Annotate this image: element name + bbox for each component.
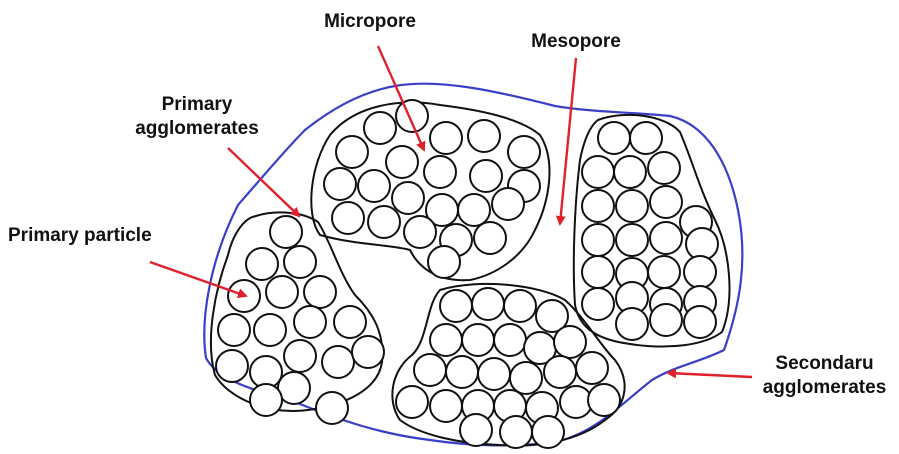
mesopore-label-text: Mesopore — [531, 31, 621, 52]
primary-particle-circle — [684, 306, 716, 338]
primary-particle-circle — [472, 288, 504, 320]
primary-particle-circle — [616, 190, 648, 222]
primary-particle-circle — [336, 136, 368, 168]
arrow-secondary-agglomerates — [668, 373, 752, 377]
primary-particle-circle — [294, 306, 326, 338]
arrow-mesopore — [560, 58, 576, 224]
primary-particle-circle — [414, 354, 446, 386]
primary-particle-circle — [352, 336, 384, 368]
primary-particle-circle — [322, 346, 354, 378]
primary-particle-circle — [216, 350, 248, 382]
secondary-agglomerates-label-line2: agglomerates — [752, 376, 897, 400]
primary-particle-circle — [470, 160, 502, 192]
primary-particle-circle — [254, 314, 286, 346]
primary-particle-circle — [392, 182, 424, 214]
primary-particle-circle — [648, 152, 680, 184]
primary-particle-circle — [424, 156, 456, 188]
primary-particle-circle — [460, 414, 492, 446]
primary-particle-circle — [588, 384, 620, 416]
primary-particle-circle — [504, 290, 536, 322]
primary-agglomerates-label-line1: Primary — [112, 93, 282, 117]
primary-particle-label-text: Primary particle — [8, 225, 152, 246]
primary-particle-circle — [650, 186, 682, 218]
primary-agglomerates-label: Primary agglomerates — [112, 93, 282, 141]
primary-particle-circle — [440, 290, 472, 322]
primary-particle-circle — [364, 112, 396, 144]
primary-particle-circle — [458, 194, 490, 226]
primary-particle-circle — [648, 256, 680, 288]
primary-particle-circle — [582, 156, 614, 188]
micropore-label-text: Micropore — [324, 11, 416, 32]
primary-agglomerates-label-line2: agglomerates — [112, 117, 282, 141]
primary-particle-circle — [404, 216, 436, 248]
primary-particle-circle — [304, 276, 336, 308]
primary-particle-circle — [270, 216, 302, 248]
primary-particle-circle — [478, 358, 510, 390]
primary-particle-circle — [368, 206, 400, 238]
primary-particle-circle — [650, 304, 682, 336]
primary-particle-circle — [316, 392, 348, 424]
primary-particle-circle — [386, 146, 418, 178]
primary-particle-circle — [358, 170, 390, 202]
primary-particle-label: Primary particle — [8, 224, 198, 248]
primary-particle-circle — [582, 190, 614, 222]
primary-particle-circle — [598, 122, 630, 154]
primary-particle-circle — [492, 188, 524, 220]
primary-particle-circle — [430, 122, 462, 154]
primary-particle-circle — [266, 276, 298, 308]
primary-particle-circle — [334, 306, 366, 338]
primary-particle-circle — [576, 352, 608, 384]
primary-particle-circle — [630, 122, 662, 154]
primary-particle-circle — [614, 156, 646, 188]
primary-particle-circle — [250, 384, 282, 416]
primary-particle-circle — [462, 324, 494, 356]
primary-particle-circle — [428, 246, 460, 278]
primary-particle-circle — [554, 326, 586, 358]
primary-particle-circle — [582, 256, 614, 288]
primary-particle-circle — [650, 222, 682, 254]
primary-particle-circle — [494, 324, 526, 356]
primary-particle-circle — [284, 340, 316, 372]
primary-particle-circle — [508, 136, 540, 168]
primary-particle-circle — [246, 248, 278, 280]
primary-particle-circle — [582, 224, 614, 256]
secondary-agglomerates-label-line1: Secondaru — [752, 352, 897, 376]
primary-particle-circle — [474, 222, 506, 254]
primary-particle-circle — [396, 100, 428, 132]
micropore-label: Micropore — [300, 10, 440, 34]
primary-particle-circle — [532, 416, 564, 448]
primary-particle-circle — [616, 224, 648, 256]
primary-particle-circle — [468, 120, 500, 152]
primary-particle-circle — [446, 356, 478, 388]
arrow-primary-particle — [150, 262, 246, 296]
primary-particle-circle — [500, 416, 532, 448]
primary-particle-circle — [684, 256, 716, 288]
primary-particle-circle — [430, 324, 462, 356]
primary-particle-circle — [396, 386, 428, 418]
secondary-agglomerates-label: Secondaru agglomerates — [752, 352, 897, 400]
primary-particle-circle — [284, 246, 316, 278]
primary-particle-circle — [510, 362, 542, 394]
primary-particle-circle — [544, 356, 576, 388]
primary-particle-circle — [332, 202, 364, 234]
primary-particle-circle — [218, 314, 250, 346]
mesopore-label: Mesopore — [506, 30, 646, 54]
primary-particle-circle — [324, 168, 356, 200]
primary-particle-circle — [582, 288, 614, 320]
primary-particle-circle — [616, 308, 648, 340]
primary-particles — [216, 100, 718, 448]
primary-particle-circle — [430, 390, 462, 422]
